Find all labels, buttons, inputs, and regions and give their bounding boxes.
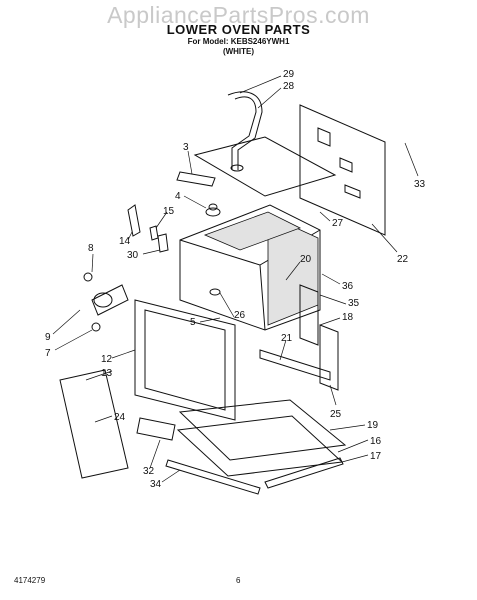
callout-36: 36: [342, 281, 354, 292]
trim-strips-drawing: [165, 457, 344, 495]
hinge-parts-drawing: [127, 204, 169, 253]
diagram-title: LOWER OVEN PARTS: [166, 22, 311, 37]
callout-18: 18: [342, 312, 354, 323]
callout-25: 25: [330, 409, 342, 420]
callout-12: 12: [101, 354, 113, 365]
lamp-assembly-drawing: [83, 272, 129, 332]
callout-7: 7: [45, 348, 51, 359]
gasket-drawing: [59, 369, 129, 479]
side-brackets-drawing: [299, 284, 339, 391]
callout-13: 13: [101, 368, 113, 379]
callout-34: 34: [150, 479, 162, 490]
leader-lines: [52, 75, 419, 483]
callout-4: 4: [175, 191, 181, 202]
callout-35: 35: [348, 298, 360, 309]
sensor-drawing: [205, 203, 221, 217]
color-line: (WHITE): [222, 47, 255, 56]
top-panel-drawing: [193, 136, 337, 197]
callout-17: 17: [370, 451, 382, 462]
callout-14: 14: [119, 236, 131, 247]
callout-27: 27: [332, 218, 344, 229]
page-number: 6: [236, 576, 241, 585]
callout-24: 24: [114, 412, 126, 423]
callout-16: 16: [370, 436, 382, 447]
callout-15: 15: [163, 206, 175, 217]
document-number: 4174279: [14, 576, 46, 585]
callout-30: 30: [127, 250, 139, 261]
callout-5: 5: [190, 317, 196, 328]
bottom-panel-drawing: [136, 349, 347, 477]
callout-32: 32: [143, 466, 155, 477]
callout-3: 3: [183, 142, 189, 153]
callout-20: 20: [300, 254, 312, 265]
callout-19: 19: [367, 420, 379, 431]
vent-tube-drawing: [227, 91, 263, 170]
callout-21: 21: [281, 333, 293, 344]
watermark-text: AppliancePartsPros.com: [107, 2, 370, 28]
model-line: For Model: KEBS246YWH1: [187, 37, 290, 46]
callout-28: 28: [283, 81, 295, 92]
callout-9: 9: [45, 332, 51, 343]
bracket-drawing: [176, 171, 216, 187]
callout-numbers: 29 28 3 33 4 15 27 14 8 30 22 20 36 35 2…: [45, 69, 426, 490]
rear-panel-drawing: [299, 104, 386, 236]
callout-29: 29: [283, 69, 295, 80]
door-frame-drawing: [134, 299, 236, 421]
oven-cavity-drawing: [179, 204, 321, 331]
callout-26: 26: [234, 310, 246, 321]
callout-33: 33: [414, 179, 426, 190]
callout-8: 8: [88, 243, 94, 254]
callout-22: 22: [397, 254, 409, 265]
